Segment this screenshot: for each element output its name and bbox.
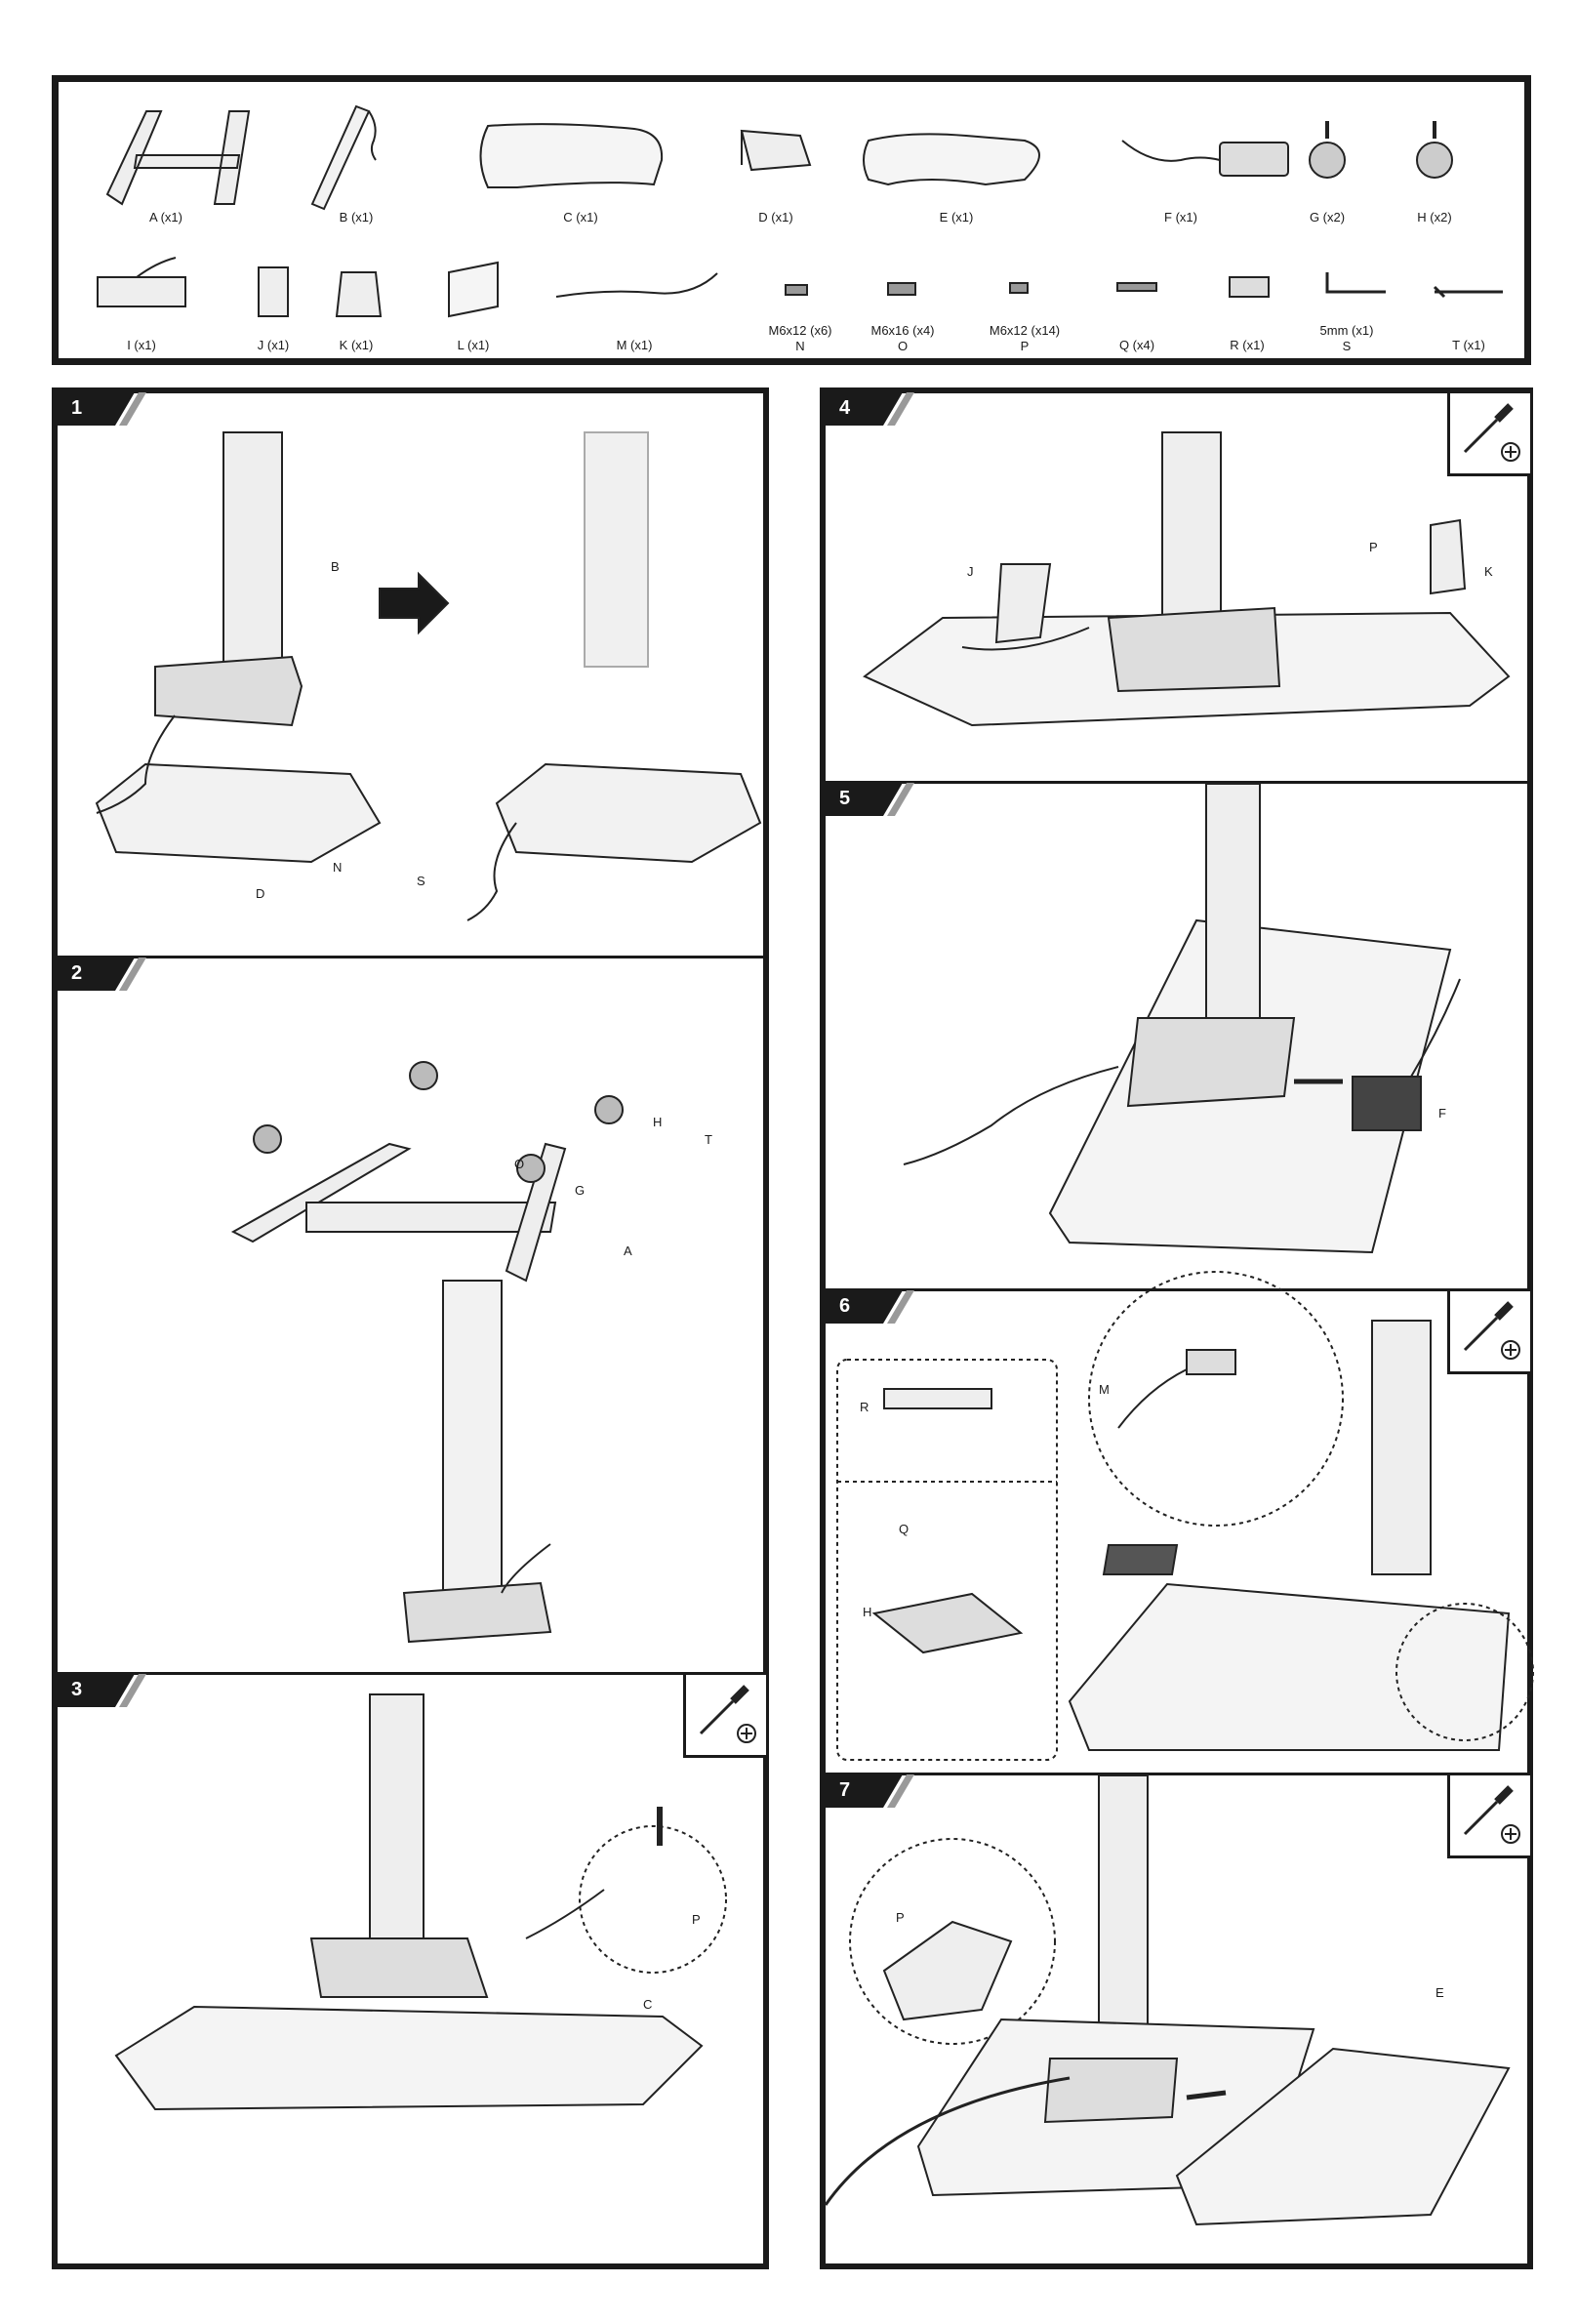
part-f-label: F (x1) — [1164, 210, 1197, 224]
step-3: 3 P C — [58, 1675, 763, 2263]
step-6-callout-m: M — [1099, 1382, 1110, 1397]
part-m-label: M (x1) — [617, 338, 653, 352]
part-t-label: T (x1) — [1452, 338, 1485, 352]
step-6-illustration — [826, 1291, 1527, 1773]
step-3-illustration — [58, 1675, 763, 2263]
part-e-label: E (x1) — [940, 210, 974, 224]
step-7-callout-e: E — [1435, 1985, 1444, 2000]
step-2-callout-h: H — [653, 1115, 662, 1129]
step-5-callout-f: F — [1438, 1106, 1446, 1121]
step-7-illustration — [826, 1775, 1527, 2263]
part-s-label: 5mm (x1) — [1320, 323, 1374, 338]
step-7-callout-p: P — [896, 1910, 905, 1925]
left-column: 1 B N S D 2 — [52, 387, 769, 2269]
part-c-label: C (x1) — [563, 210, 597, 224]
step-6-callout-h: H — [863, 1605, 871, 1619]
step-1-callout-n: N — [333, 860, 342, 875]
parts-list: A (x1) B (x1) C (x1) D (x1) E (x1) F (x1… — [52, 75, 1531, 365]
part-a-label: A (x1) — [149, 210, 182, 224]
part-p-label: M6x12 (x14) — [990, 323, 1060, 338]
part-p-sub: P — [1021, 339, 1030, 353]
part-b-label: B (x1) — [340, 210, 374, 224]
step-4: 4 P J K — [826, 393, 1527, 781]
step-3-callout-c: C — [643, 1997, 652, 2012]
step-6: 6 M R Q H — [826, 1291, 1527, 1773]
step-6-callout-q: Q — [899, 1522, 909, 1536]
part-i-label: I (x1) — [127, 338, 156, 352]
part-l-label: L (x1) — [458, 338, 490, 352]
step-1-callout-d: D — [256, 886, 264, 901]
step-1-callout-b: B — [331, 559, 340, 574]
part-j-label: J (x1) — [258, 338, 290, 352]
step-2-callout-a: A — [624, 1244, 632, 1258]
part-q-label: Q (x4) — [1119, 338, 1154, 352]
part-s-sub: S — [1343, 339, 1352, 353]
step-1-illustration — [58, 393, 763, 956]
step-1-callout-s: S — [417, 874, 425, 888]
part-g-label: G (x2) — [1310, 210, 1345, 224]
part-d-label: D (x1) — [758, 210, 792, 224]
step-2-callout-g: G — [575, 1183, 585, 1198]
step-4-callout-j: J — [967, 564, 974, 579]
step-2: 2 H T O G A — [58, 958, 763, 1672]
step-6-callout-r: R — [860, 1400, 869, 1414]
step-3-callout-p: P — [692, 1912, 701, 1927]
part-h-label: H (x2) — [1417, 210, 1451, 224]
step-4-callout-k: K — [1484, 564, 1493, 579]
part-n-label: M6x12 (x6) — [768, 323, 831, 338]
step-2-callout-o: O — [514, 1157, 524, 1171]
step-5: 5 F — [826, 784, 1527, 1288]
step-2-illustration — [58, 958, 763, 1672]
part-r-label: R (x1) — [1230, 338, 1264, 352]
part-o-label: M6x16 (x4) — [870, 323, 934, 338]
part-n-sub: N — [795, 339, 804, 353]
step-2-callout-t: T — [705, 1132, 712, 1147]
part-o-sub: O — [898, 339, 908, 353]
part-k-label: K (x1) — [340, 338, 374, 352]
step-4-callout-p: P — [1369, 540, 1378, 554]
right-column: 4 P J K 5 — [820, 387, 1533, 2269]
step-7: 7 P E — [826, 1775, 1527, 2263]
step-5-illustration — [826, 784, 1527, 1288]
step-4-illustration — [826, 393, 1527, 781]
